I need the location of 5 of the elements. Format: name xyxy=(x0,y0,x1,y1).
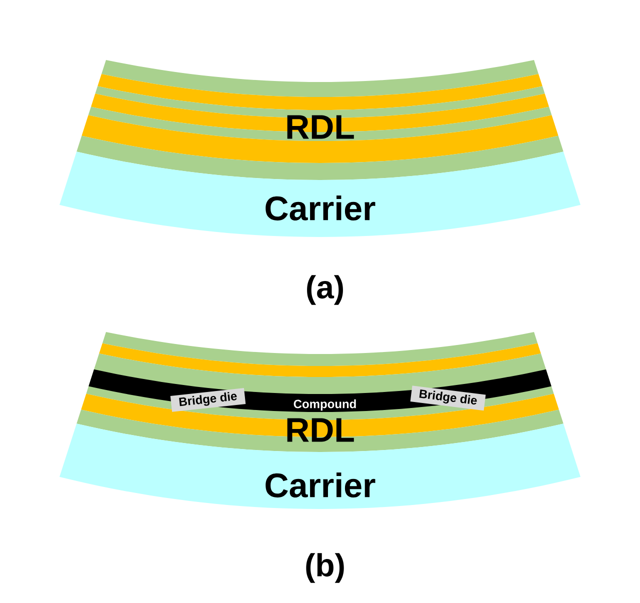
panel-label: (a) xyxy=(307,275,343,305)
bridge-die: Bridge die xyxy=(170,388,246,412)
carrier-layer: Carrier xyxy=(60,152,580,237)
panel-label: (b) xyxy=(306,553,344,583)
bridge-die: Bridge die xyxy=(410,386,486,411)
